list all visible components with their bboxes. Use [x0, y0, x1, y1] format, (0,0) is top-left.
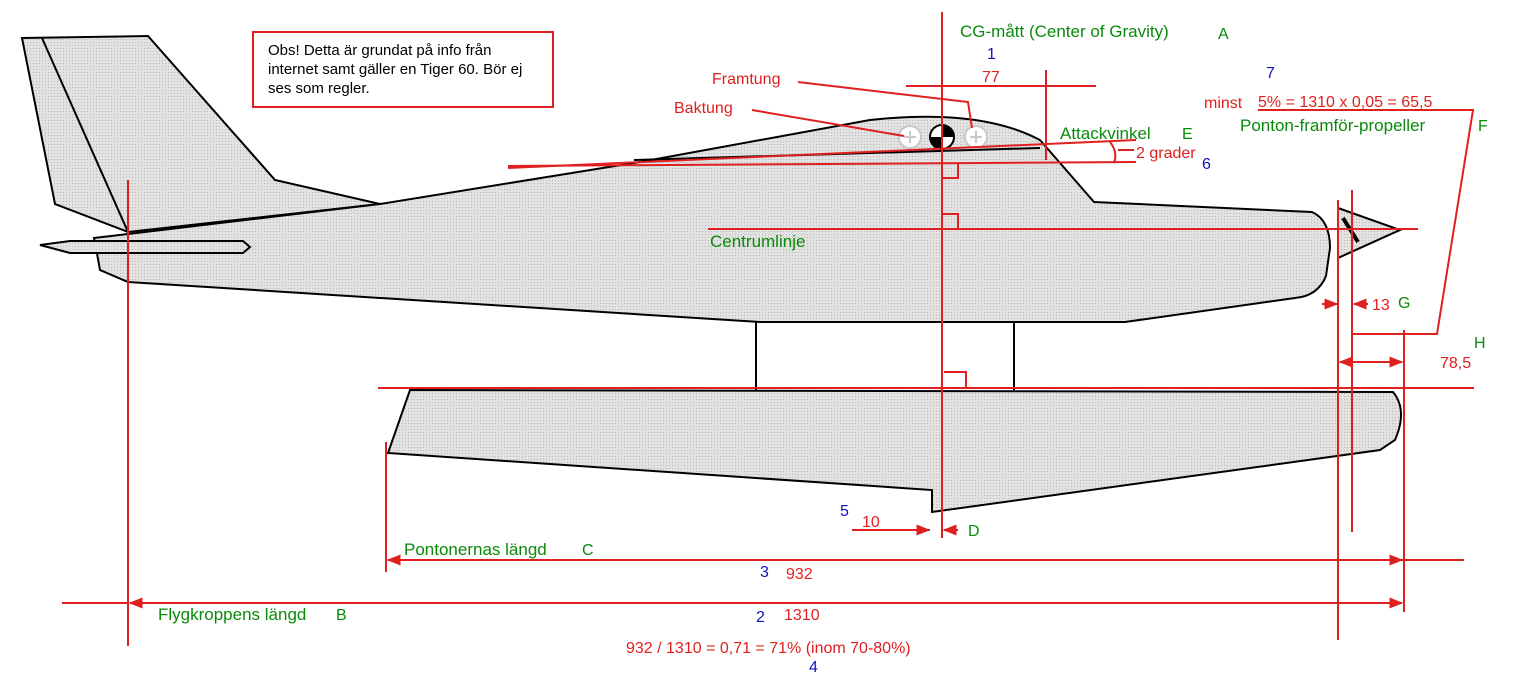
letter-D: D [968, 523, 980, 540]
label-ponton-fram: Ponton-framför-propeller [1240, 116, 1426, 135]
horizontal-stabilizer [39, 240, 252, 254]
spinner [1337, 206, 1403, 260]
pontoon [386, 388, 1402, 514]
label-attackvinkel: Attackvinkel [1060, 124, 1151, 143]
ref-number-4: 4 [809, 659, 818, 676]
ref-number-1: 1 [987, 46, 996, 63]
cg-letter: A [1218, 26, 1229, 43]
label-baktung: Baktung [674, 100, 733, 117]
dim-1310: 1310 [784, 607, 820, 624]
label-centrumlinje: Centrumlinje [710, 232, 805, 251]
ref-number-2: 2 [756, 609, 765, 626]
airplane [20, 34, 1403, 514]
label-minst: minst [1204, 95, 1243, 112]
ref-number-3: 3 [760, 564, 769, 581]
ref-number-7: 7 [1266, 65, 1275, 82]
ref-number-5: 5 [840, 503, 849, 520]
label-pontonernas-langd: Pontonernas längd [404, 540, 547, 559]
dim-13: 13 [1372, 297, 1390, 314]
dim-10: 10 [862, 514, 880, 531]
dimension-lines [127, 12, 1475, 646]
dim-77: 77 [982, 69, 1000, 86]
letter-H: H [1474, 335, 1486, 352]
letter-E: E [1182, 126, 1193, 143]
letter-F: F [1478, 118, 1488, 135]
cg-title: CG-mått (Center of Gravity) [960, 22, 1169, 41]
dim-932: 932 [786, 566, 813, 583]
letter-B: B [336, 607, 347, 624]
fuselage [92, 115, 1332, 323]
label-framtung: Framtung [712, 71, 780, 88]
letter-C: C [582, 542, 594, 559]
label-2-grader: 2 grader [1136, 145, 1196, 162]
letter-G: G [1398, 295, 1410, 312]
formula-5pct: 5% = 1310 x 0,05 = 65,5 [1258, 94, 1432, 111]
dim-78-5: 78,5 [1440, 355, 1471, 372]
ratio-formula: 932 / 1310 = 0,71 = 71% (inom 70-80%) [626, 640, 911, 657]
ref-number-6: 6 [1202, 156, 1211, 173]
disclaimer-note: Obs! Detta är grundat på info från inter… [252, 31, 554, 108]
label-flygkroppens-langd: Flygkroppens längd [158, 605, 306, 624]
